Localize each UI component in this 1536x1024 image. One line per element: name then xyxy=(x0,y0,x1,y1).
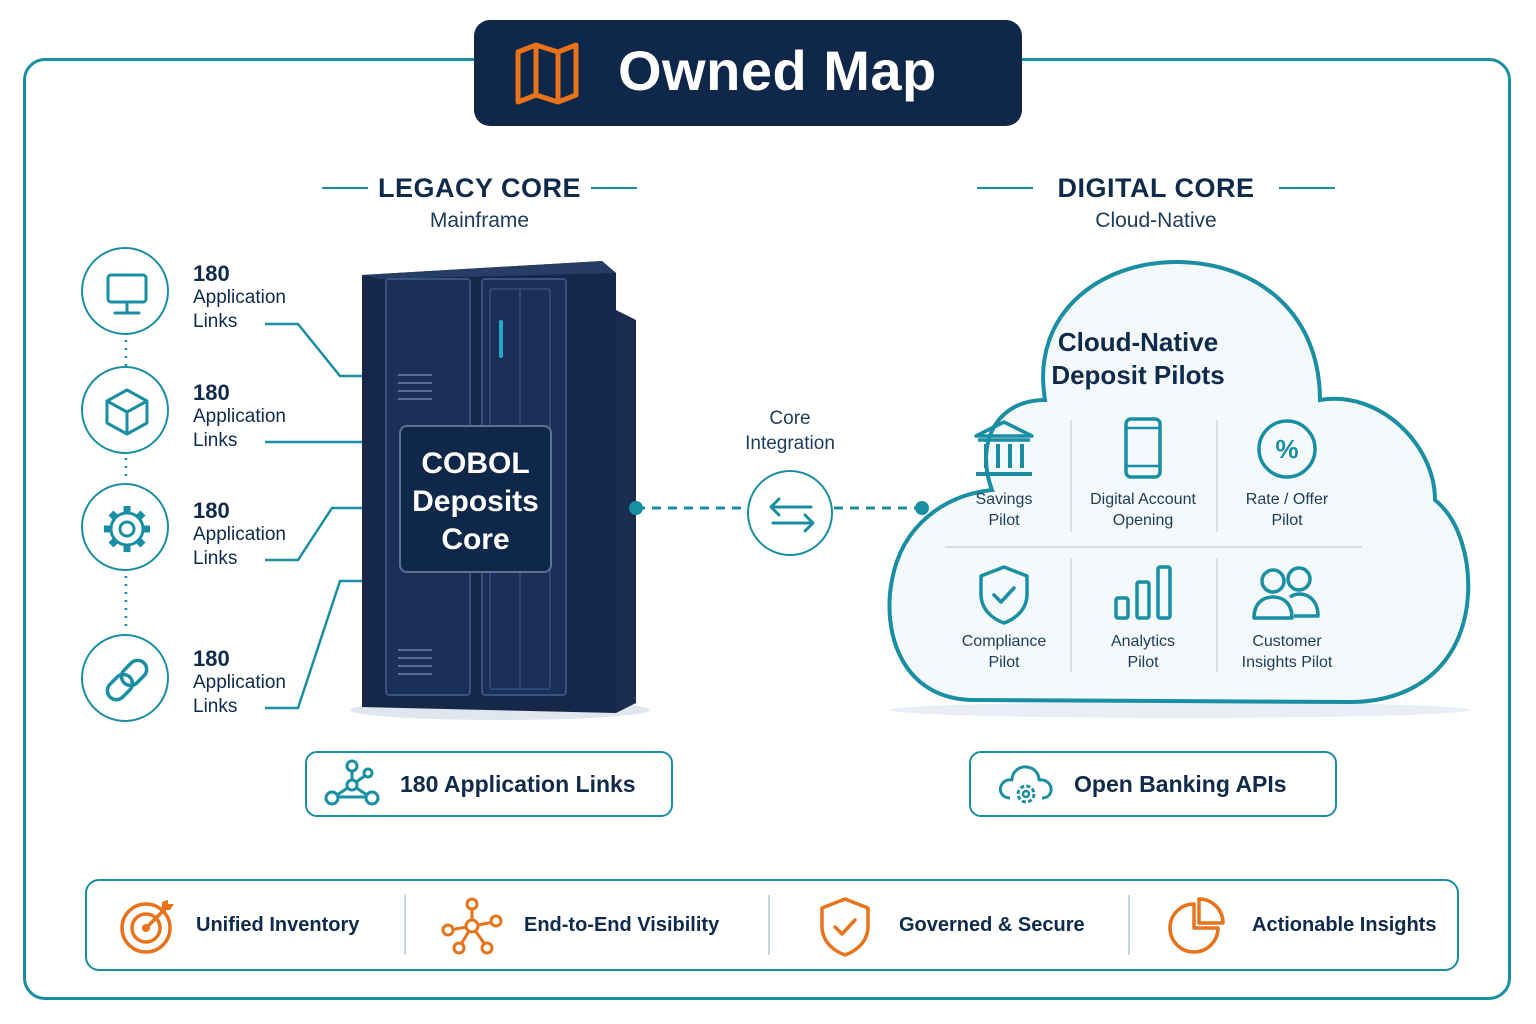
bank-icon xyxy=(974,420,1034,476)
link-icon xyxy=(81,634,169,722)
pie-chart-icon xyxy=(1168,897,1225,954)
network-nodes-icon xyxy=(324,759,380,806)
app-links-summary-pill xyxy=(305,751,673,817)
feature-divider xyxy=(1128,895,1130,955)
monitor-icon xyxy=(81,247,169,335)
page-title: Owned Map xyxy=(618,39,937,102)
feature-divider xyxy=(404,895,406,955)
shield-check-icon xyxy=(820,897,870,957)
hub-nodes-icon xyxy=(441,897,503,955)
map-icon xyxy=(515,42,579,105)
dash-decoration xyxy=(977,187,1033,189)
feature-end-to-end-visibility: End-to-End Visibility xyxy=(524,914,720,936)
smartphone-icon xyxy=(1124,417,1162,479)
open-banking-pill xyxy=(969,751,1337,817)
open-banking-label: Open Banking APIs xyxy=(1074,771,1287,797)
feature-unified-inventory: Unified Inventory xyxy=(196,914,360,936)
cloud-shape xyxy=(887,259,1471,718)
digital-core-subtitle: Cloud-Native xyxy=(1095,209,1217,232)
swap-arrows-icon xyxy=(747,470,833,556)
app-links-summary-label: 180 Application Links xyxy=(400,771,636,797)
legacy-core-title: LEGACY CORE xyxy=(377,173,582,203)
shield-check-icon xyxy=(979,565,1029,625)
legacy-core-subtitle: Mainframe xyxy=(429,209,530,232)
dash-decoration xyxy=(591,187,637,189)
feature-actionable-insights: Actionable Insights xyxy=(1252,914,1437,936)
cloud-gear-icon xyxy=(998,765,1053,804)
cobol-deposits-core-label: COBOL Deposits Core xyxy=(399,425,552,573)
digital-core-title: DIGITAL CORE xyxy=(1057,173,1255,203)
cube-icon xyxy=(81,366,169,454)
title-banner xyxy=(474,20,1022,126)
gear-icon xyxy=(81,483,169,571)
feature-divider xyxy=(768,895,770,955)
features-bar xyxy=(85,879,1459,971)
integration-connector xyxy=(629,501,929,515)
bar-chart-icon xyxy=(1114,565,1172,620)
feature-governed-secure: Governed & Secure xyxy=(899,914,1085,936)
left-dotted-connector xyxy=(124,340,128,628)
dash-decoration xyxy=(1279,187,1335,189)
users-icon xyxy=(1252,566,1320,620)
dash-decoration xyxy=(322,187,368,189)
svg-text:%: % xyxy=(1275,434,1298,464)
percent-icon: % xyxy=(1257,419,1317,479)
target-icon xyxy=(120,900,174,954)
